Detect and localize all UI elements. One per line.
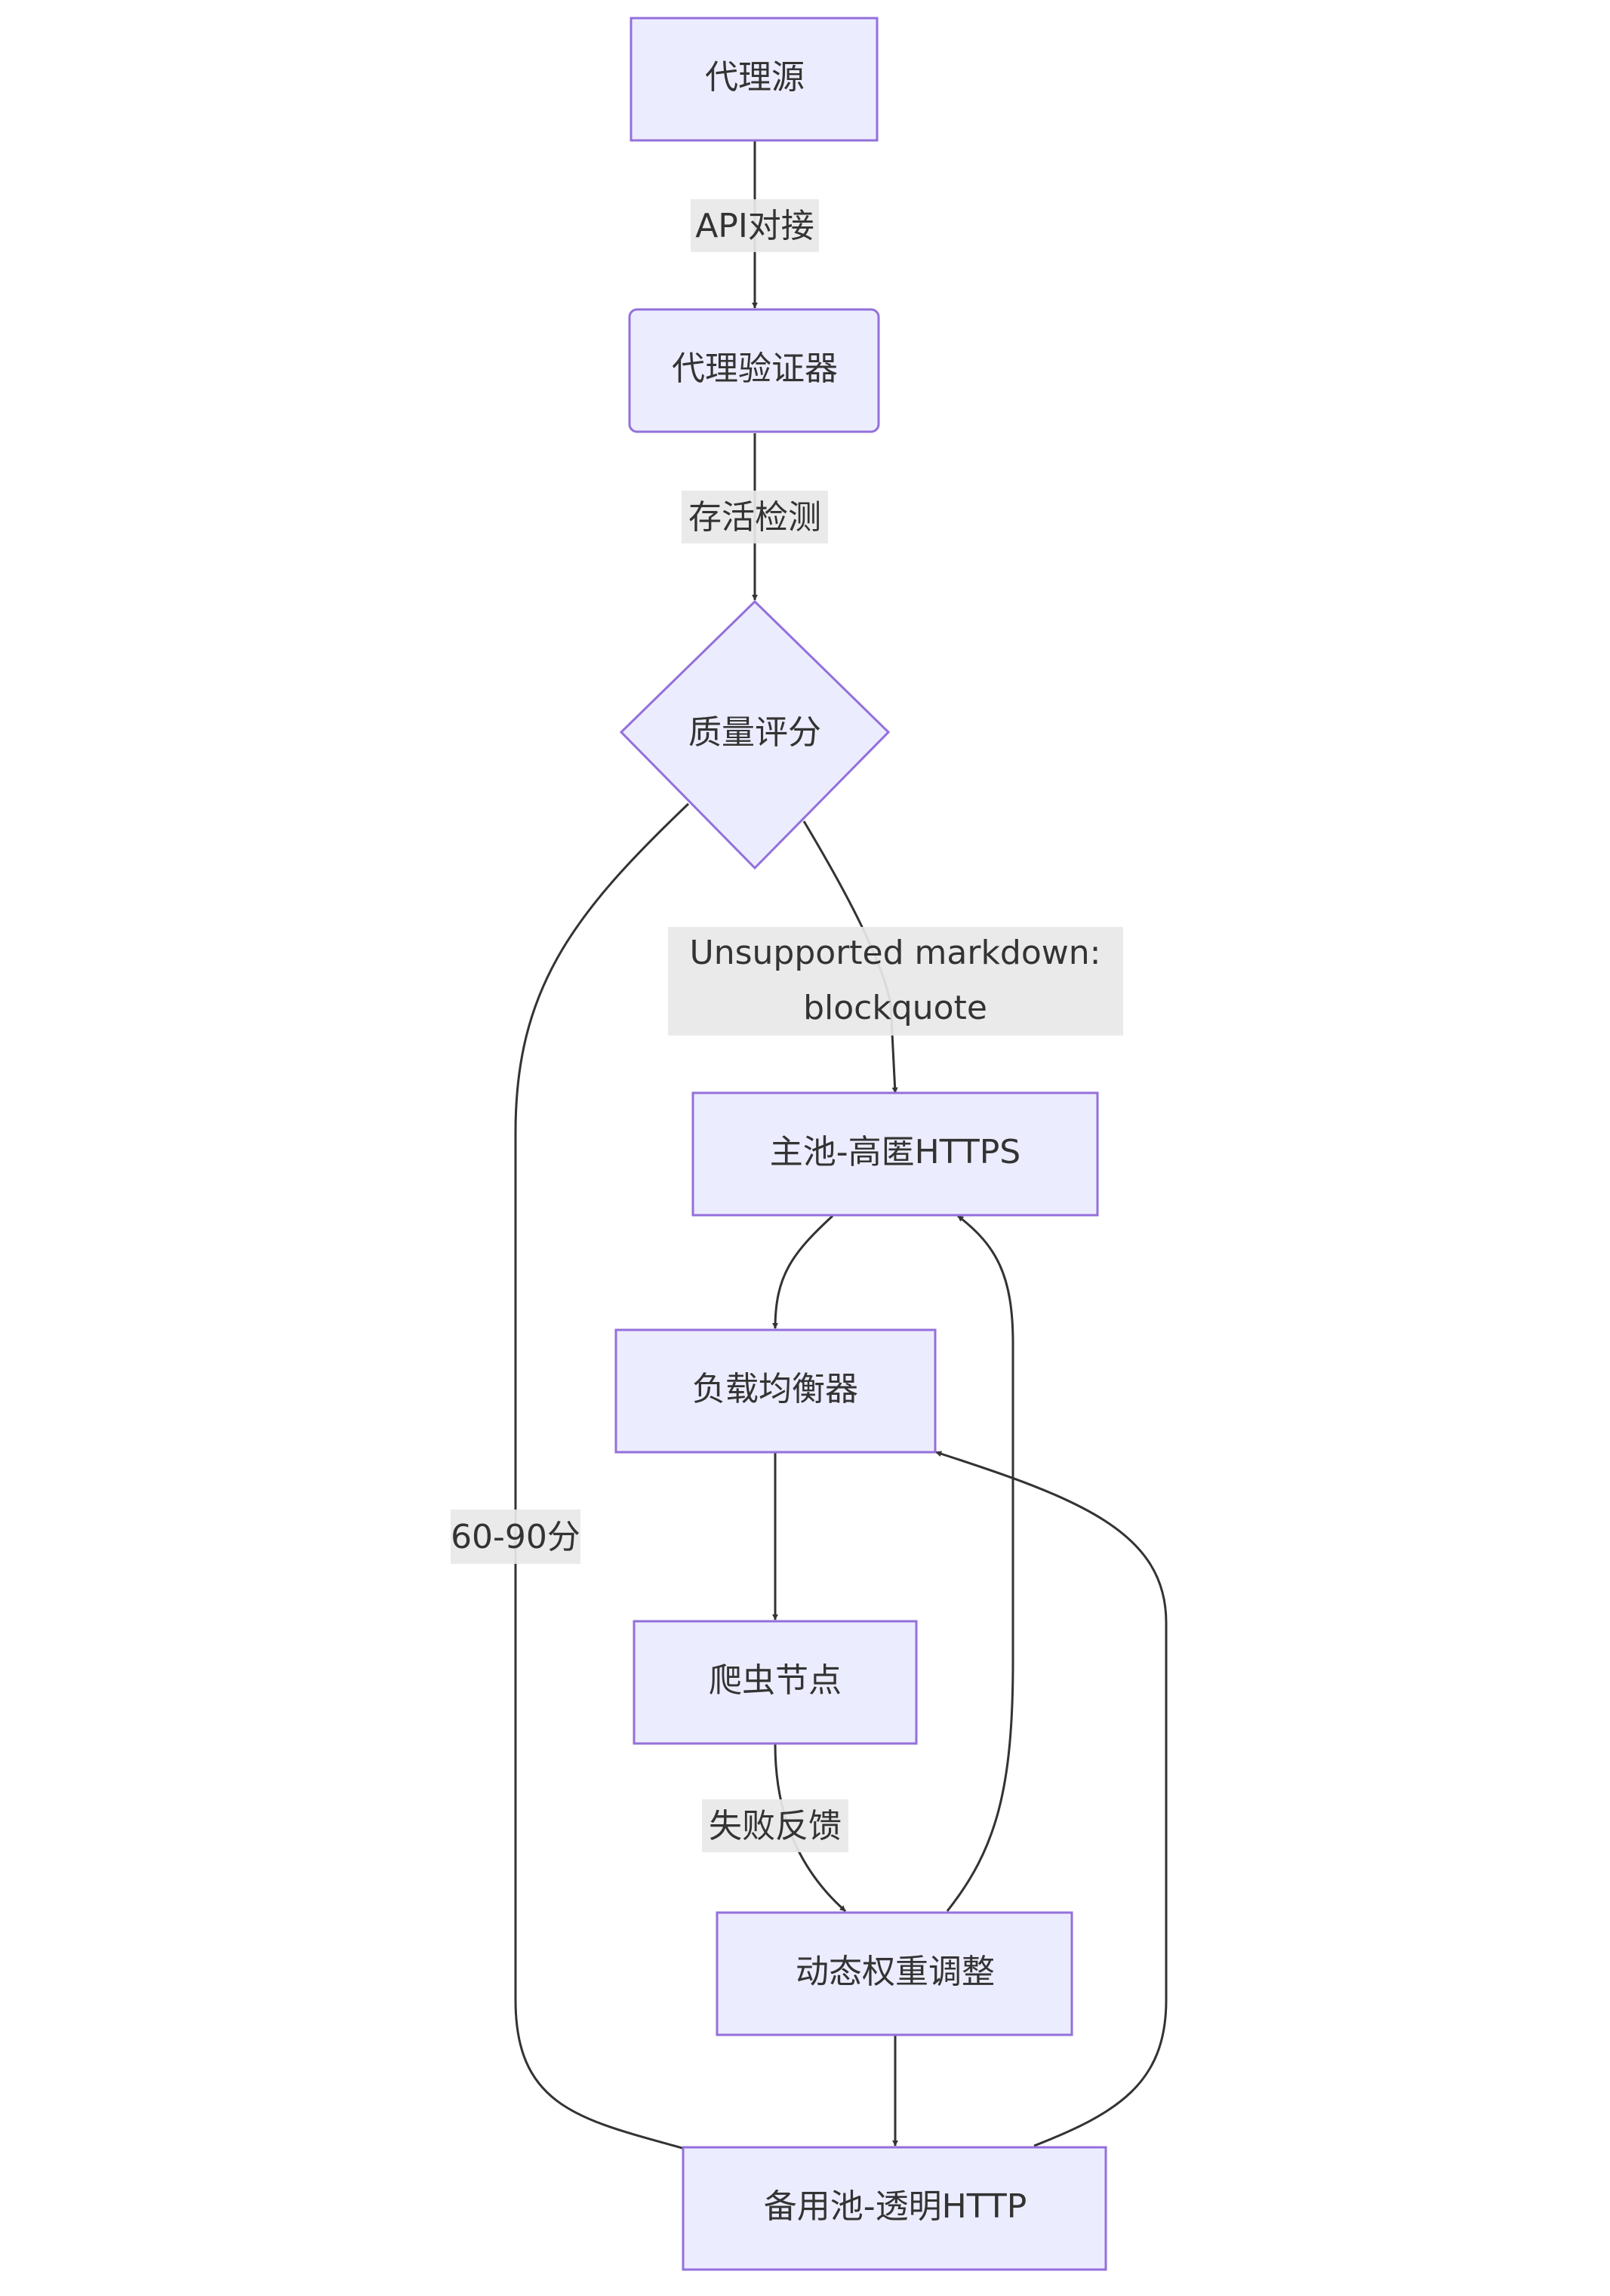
edge-label-bg — [691, 199, 819, 252]
node-box — [716, 1911, 1073, 2036]
node-backup-pool[interactable]: 备用池-透明HTTP — [682, 2146, 1107, 2271]
edge-label-bg — [702, 1799, 848, 1852]
node-label: 负载均衡器 — [692, 1370, 858, 1408]
node-label: 爬虫节点 — [709, 1661, 842, 1700]
edge-label-bg — [451, 1510, 580, 1564]
node-load-balancer[interactable]: 负载均衡器 — [614, 1328, 937, 1454]
node-label: 动态权重调整 — [796, 1953, 995, 1991]
node-label: 代理验证器 — [672, 349, 838, 388]
node-label: 质量评分 — [688, 713, 821, 752]
edge-label-text: 60-90分 — [451, 1518, 580, 1556]
node-dynamic-weight[interactable]: 动态权重调整 — [716, 1911, 1073, 2036]
node-proxy-source[interactable]: 代理源 — [630, 17, 879, 142]
edge-label-failure-feedback: 失败反馈 — [702, 1799, 848, 1852]
edge-dynamic-weight-to-main-pool — [946, 1214, 1014, 1912]
edge-main-pool-to-load-balancer — [772, 1214, 834, 1329]
decision-diamond — [619, 599, 891, 870]
edges — [514, 141, 1168, 2154]
edge-label-text-line2: blockquote — [803, 989, 987, 1027]
edge-label-bg — [682, 491, 828, 543]
edge-label-unsupported-markdown: Unsupported markdown: blockquote — [668, 927, 1123, 1036]
node-proxy-validator[interactable]: 代理验证器 — [628, 308, 880, 433]
edge-backup-pool-to-load-balancer — [935, 1451, 1168, 2147]
node-quality-score-decision[interactable]: 质量评分 — [619, 599, 891, 870]
edge-label-api-connect: API对接 — [691, 199, 819, 252]
node-main-pool[interactable]: 主池-高匿HTTPS — [691, 1091, 1099, 1217]
edge-label-score-range: 60-90分 — [451, 1510, 580, 1564]
node-box — [628, 308, 880, 433]
node-label: 代理源 — [705, 58, 805, 97]
edge-label-text-line1: Unsupported markdown: — [690, 934, 1101, 972]
node-box — [633, 1620, 918, 1745]
node-label: 备用池-透明HTTP — [764, 2187, 1027, 2226]
nodes: 代理源 代理验证器 质量评分 主池-高匿HTTPS 负载均衡器 爬虫节点 动态权… — [614, 17, 1107, 2271]
node-label: 主池-高匿HTTPS — [770, 1133, 1020, 1171]
edge-quality-to-backup-pool — [514, 802, 699, 2154]
node-box — [630, 17, 879, 142]
edge-label-bg — [668, 927, 1123, 1036]
edge-label-text: 失败反馈 — [709, 1807, 842, 1845]
node-box — [691, 1091, 1099, 1217]
edge-labels: API对接 存活检测 Unsupported markdown: blockqu… — [451, 199, 1123, 1852]
edge-label-text: 存活检测 — [688, 498, 821, 537]
edge-label-liveness-check: 存活检测 — [682, 491, 828, 543]
edge-label-text: API对接 — [695, 207, 814, 245]
node-box — [682, 2146, 1107, 2271]
node-box — [614, 1328, 937, 1454]
node-crawler[interactable]: 爬虫节点 — [633, 1620, 918, 1745]
